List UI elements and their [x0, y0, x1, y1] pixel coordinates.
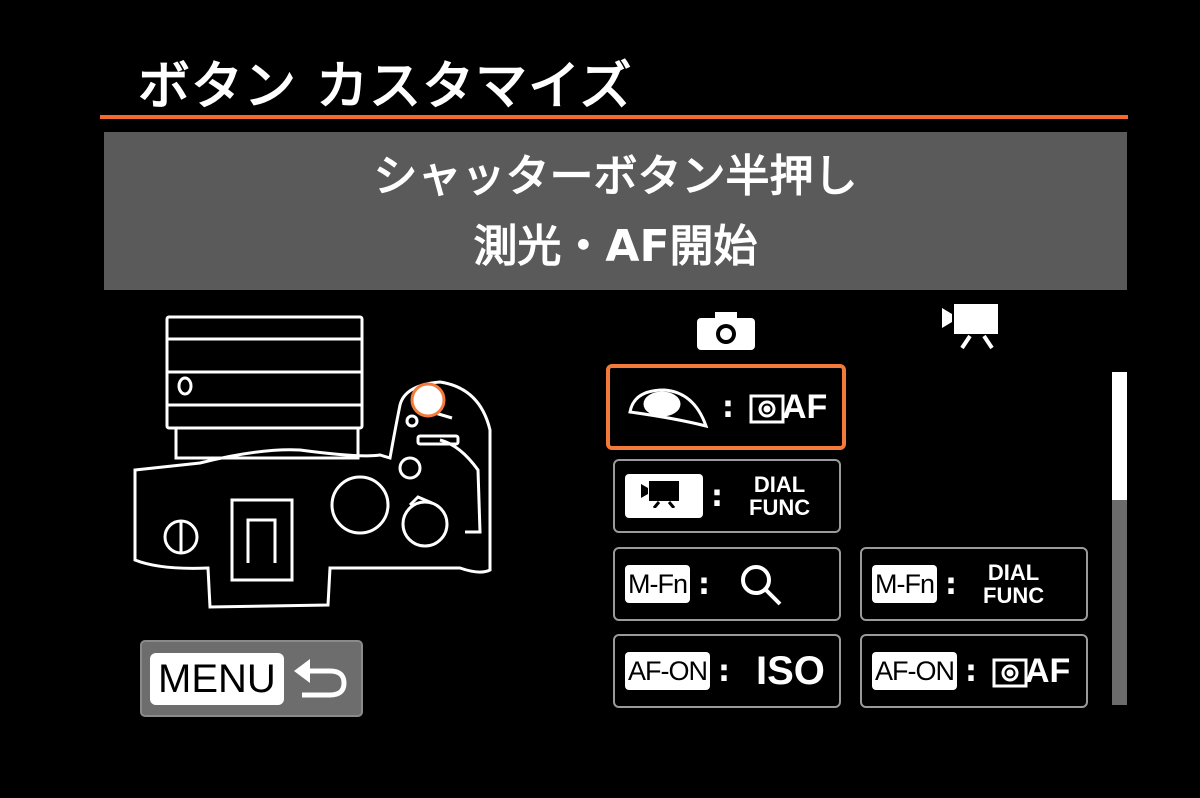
return-icon: [293, 658, 347, 697]
scrollbar[interactable]: [1112, 372, 1127, 705]
assignment-afon-movie[interactable]: AF-ON : AF: [860, 634, 1088, 708]
colon: :: [698, 566, 710, 602]
title-divider: [100, 115, 1128, 119]
afon-button-label: AF-ON: [872, 652, 957, 690]
af-function: AF: [991, 652, 1070, 691]
colon: :: [711, 478, 723, 514]
colon: :: [965, 653, 977, 689]
selected-function-name: 測光・AF開始: [473, 221, 758, 272]
magnify-icon: [741, 565, 782, 606]
af-point-icon: [992, 658, 1028, 687]
colon: :: [945, 566, 957, 602]
colon: :: [722, 389, 734, 425]
menu-label: MENU: [150, 652, 284, 705]
assignment-afon-still[interactable]: AF-ON : ISO: [613, 634, 841, 708]
menu-back-button[interactable]: MENU: [140, 640, 363, 717]
still-camera-icon: [697, 310, 757, 354]
shutter-button-icon: [628, 388, 709, 429]
selected-button-name: シャッターボタン半押し: [373, 151, 858, 202]
movie-camera-icon: [942, 302, 1002, 354]
movie-button-icon: [625, 474, 703, 518]
camera-top-illustration: [133, 315, 492, 609]
af-point-icon: [749, 394, 785, 423]
afon-button-label: AF-ON: [625, 652, 710, 690]
scrollbar-thumb[interactable]: [1112, 372, 1127, 500]
af-function: AF: [748, 388, 827, 427]
description-panel: シャッターボタン半押し 測光・AF開始: [104, 132, 1127, 290]
mfn-button-label: M-Fn: [625, 565, 690, 603]
mfn-button-label: M-Fn: [872, 565, 937, 603]
assignment-shutter-button[interactable]: : AF: [606, 364, 846, 450]
iso-label: ISO: [756, 648, 825, 693]
colon: :: [718, 653, 730, 689]
page-title: ボタン カスタマイズ: [138, 57, 633, 117]
assignment-mfn-still[interactable]: M-Fn :: [613, 547, 841, 621]
